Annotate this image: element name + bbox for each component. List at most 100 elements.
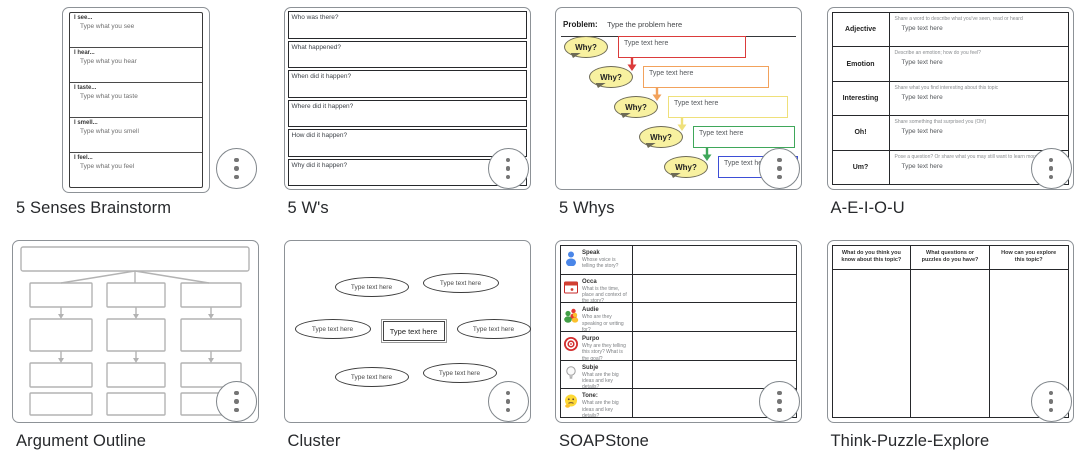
more-options-button[interactable]: [487, 381, 529, 422]
vertical-dots-icon: [505, 157, 511, 180]
more-options-button[interactable]: [487, 148, 529, 189]
why-hint: Type text here: [699, 130, 744, 137]
row-label: Adjective: [833, 13, 890, 47]
why-hint: Type text here: [649, 70, 694, 77]
row-prompt: What are the big ideas and key details?: [582, 371, 619, 389]
card-5-ws[interactable]: Who was there? What happened? When did i…: [272, 0, 544, 233]
template-title: Cluster: [287, 432, 341, 450]
vertical-dots-icon: [777, 390, 782, 413]
table-row: Speak Whose voice is telling the story?: [561, 246, 796, 275]
card-5-senses-brainstorm[interactable]: I see... Type what you see I hear... Typ…: [0, 0, 272, 233]
why-label: Why?: [575, 42, 597, 52]
cluster-oval: Type text here: [422, 363, 497, 383]
why-label: Why?: [675, 162, 697, 172]
why-bubble: Why?: [564, 36, 608, 58]
card-cluster[interactable]: Type text here Type text here Type text …: [272, 233, 544, 467]
row-prompt: Share something that surprised you (Oh!): [894, 119, 987, 126]
row-label: Audie: [582, 307, 599, 314]
card-argument-outline[interactable]: Argument Outline: [0, 233, 272, 467]
table-row: Purpo Why are they telling this story? W…: [561, 332, 796, 361]
audience-people-icon: [564, 309, 579, 324]
table-row: Oh! Share something that surprised you (…: [832, 116, 1068, 151]
down-arrow-icon: [702, 148, 712, 161]
table-column: What do you think you know about this to…: [832, 246, 912, 417]
row-hint: Type text here: [901, 128, 943, 136]
more-options-button[interactable]: [759, 381, 800, 422]
down-arrow-icon: [652, 88, 662, 101]
more-options-button[interactable]: [216, 381, 257, 422]
why-hint: Type text here: [724, 160, 769, 167]
down-arrow-icon: [677, 118, 687, 131]
cluster-oval: Type text here: [334, 277, 409, 297]
why-text-box: Type text here: [618, 36, 746, 58]
thumbnail-5-senses[interactable]: I see... Type what you see I hear... Typ…: [62, 7, 210, 193]
tone-thinking-face-icon: [565, 394, 577, 409]
more-options-button[interactable]: [1030, 148, 1072, 189]
row-prompt: Pose a question? Or share what you may s…: [894, 153, 1052, 160]
more-options-button[interactable]: [216, 148, 257, 189]
answer-cell: [633, 275, 796, 303]
subject-lightbulb-icon: [566, 365, 576, 379]
question-row: When did it happen?: [287, 70, 527, 98]
sense-section: I hear... Type what you hear: [70, 48, 202, 83]
section-hint: Type what you feel: [80, 163, 135, 170]
problem-header: Problem: Type the problem here: [561, 12, 796, 37]
more-options-button[interactable]: [1030, 381, 1072, 422]
vertical-dots-icon: [234, 157, 239, 180]
section-hint: Type what you smell: [80, 128, 139, 135]
table-row: Audie Who are they speaking or writing f…: [561, 303, 796, 333]
thumbnail-5-ws[interactable]: Who was there? What happened? When did i…: [283, 7, 531, 190]
sense-section: I see... Type what you see: [70, 13, 202, 48]
question-row: Who was there?: [287, 11, 527, 39]
section-label: I smell...: [74, 120, 98, 126]
card-soapstone[interactable]: Speak Whose voice is telling the story? …: [543, 233, 815, 467]
card-5-whys[interactable]: Problem: Type the problem here Why? Type…: [543, 0, 815, 233]
table-row: Subje What are the big ideas and key det…: [561, 360, 796, 390]
cluster-oval: Type text here: [456, 319, 531, 339]
row-prompt: What are the big ideas and key details?: [582, 400, 619, 418]
template-title: Argument Outline: [16, 432, 146, 450]
more-options-button[interactable]: [759, 148, 800, 189]
cluster-oval: Type text here: [422, 273, 499, 293]
row-label: Subje: [582, 364, 599, 371]
table-column: How can you explore this topic?: [989, 246, 1068, 417]
table-column: What questions or puzzles do you have?: [911, 246, 990, 417]
row-prompt: Share a word to describe what you've see…: [894, 16, 1023, 22]
thumbnail-5-whys[interactable]: Problem: Type the problem here Why? Type…: [555, 7, 802, 190]
card-think-puzzle-explore[interactable]: What do you think you know about this to…: [815, 233, 1086, 467]
vertical-dots-icon: [234, 390, 239, 413]
row-prompt: Describe an emotion; how do you feel?: [894, 50, 981, 57]
question-rows: Who was there? What happened? When did i…: [287, 11, 527, 186]
sense-section: I smell... Type what you smell: [70, 118, 202, 153]
row-label: Oh!: [833, 116, 890, 150]
table-row: Tone: What are the big ideas and key det…: [561, 389, 796, 418]
row-label: Purpo: [582, 336, 600, 343]
column-header: How can you explore this topic?: [989, 246, 1068, 270]
down-arrow-icon: [627, 58, 637, 71]
answer-cell: [633, 332, 796, 360]
sense-section: I feel... Type what you feel: [70, 153, 202, 187]
section-label: I hear...: [74, 50, 95, 56]
row-prompt: Whose voice is telling the story?: [582, 257, 619, 270]
template-title: A-E-I-O-U: [830, 199, 905, 217]
question-row: Why did it happen?: [287, 158, 527, 186]
row-label: Um?: [833, 150, 890, 185]
question-row: What happened?: [287, 40, 527, 68]
thumbnail-cluster[interactable]: Type text here Type text here Type text …: [283, 240, 531, 423]
column-header: What questions or puzzles do you have?: [911, 246, 989, 270]
card-aeiou[interactable]: Adjective Share a word to describe what …: [815, 0, 1086, 233]
answer-cell: [911, 270, 989, 417]
occasion-calendar-icon: [564, 281, 578, 294]
problem-label: Problem:: [563, 20, 598, 29]
cluster-oval: Type text here: [334, 367, 409, 387]
table-row: Emotion Describe an emotion; how do you …: [832, 47, 1068, 82]
aeiou-table: Adjective Share a word to describe what …: [831, 12, 1069, 185]
why-label: Why?: [650, 132, 672, 142]
section-label: I taste...: [74, 85, 97, 91]
problem-hint: Type the problem here: [607, 20, 683, 29]
cluster-center-box: Type text here: [380, 319, 447, 343]
row-label: Tone:: [582, 393, 598, 400]
why-text-box: Type text here: [693, 126, 795, 148]
